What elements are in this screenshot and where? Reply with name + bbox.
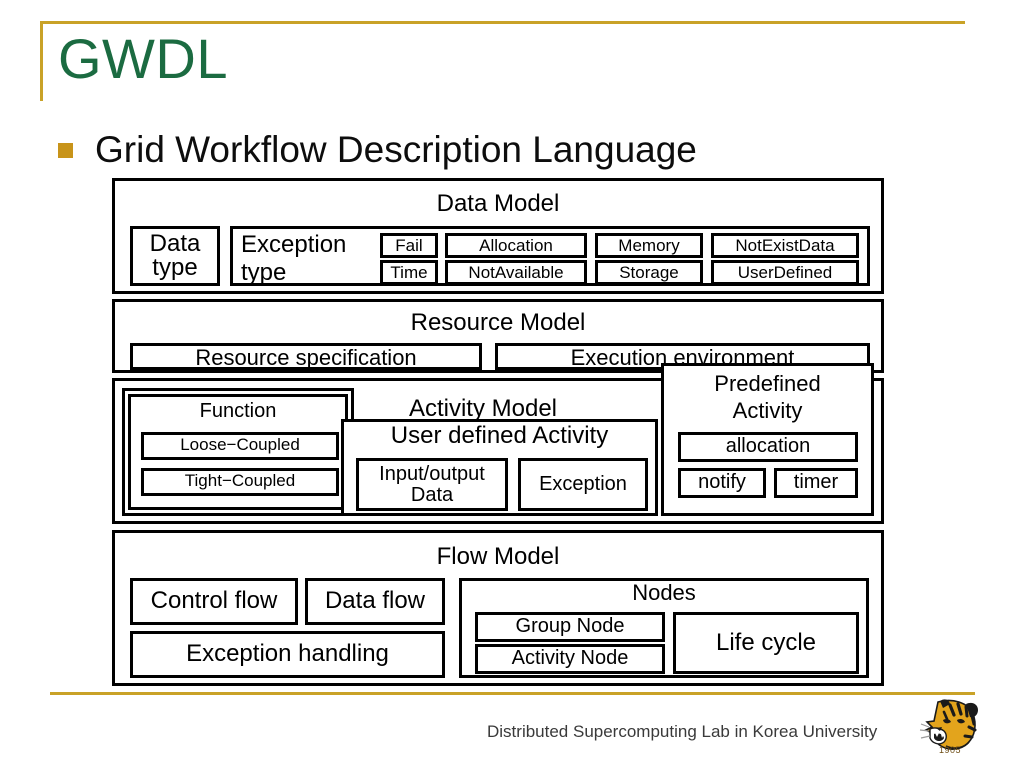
input-output-data-box: Input/output Data bbox=[356, 458, 508, 511]
function-box: Function Loose−Coupled Tight−Coupled bbox=[128, 394, 348, 510]
control-flow-box: Control flow bbox=[130, 578, 298, 625]
resource-model-box: Resource Model Resource specification Ex… bbox=[112, 299, 884, 373]
activity-model-box: Activity Model Function Loose−Coupled Ti… bbox=[112, 363, 884, 524]
korea-university-tiger-logo bbox=[919, 699, 978, 750]
flow-model-title: Flow Model bbox=[436, 543, 560, 570]
loose-coupled-box: Loose−Coupled bbox=[141, 432, 339, 460]
nodes-title: Nodes bbox=[632, 580, 696, 605]
predefined-activity-title: Predefined Activity bbox=[714, 371, 821, 423]
group-node-box: Group Node bbox=[475, 612, 665, 642]
predefined-timer-box: timer bbox=[774, 468, 858, 498]
exception-memory-box: Memory bbox=[595, 233, 703, 258]
data-model-box: Data Model Data type Exception type Fail… bbox=[112, 178, 884, 294]
footer-label: Distributed Supercomputing Lab in Korea … bbox=[487, 722, 878, 741]
square-bullet-icon bbox=[58, 142, 73, 158]
exception-allocation-box: Allocation bbox=[445, 233, 587, 258]
activity-model-title: Activity Model bbox=[408, 395, 558, 422]
function-title: Function bbox=[199, 400, 277, 422]
exception-type-box: Exception type Fail Allocation Memory No… bbox=[230, 226, 870, 286]
page-title: GWDL bbox=[58, 27, 228, 90]
activity-exception-box: Exception bbox=[518, 458, 648, 511]
data-model-title: Data Model bbox=[436, 190, 560, 217]
data-flow-box: Data flow bbox=[305, 578, 445, 625]
exception-notavailable-box: NotAvailable bbox=[445, 260, 587, 283]
exception-fail-box: Fail bbox=[380, 233, 438, 258]
exception-userdefined-box: UserDefined bbox=[711, 260, 859, 283]
resource-model-title: Resource Model bbox=[410, 309, 586, 336]
predefined-activity-box: Predefined Activity allocation notify ti… bbox=[661, 363, 874, 516]
predefined-allocation-box: allocation bbox=[678, 432, 858, 462]
logo-year-label: 1905 bbox=[938, 745, 962, 755]
nodes-box: Nodes Group Node Activity Node Life cycl… bbox=[459, 578, 869, 678]
exception-type-label: Exception type bbox=[241, 231, 347, 286]
gwdl-architecture-diagram: Data Model Data type Exception type Fail… bbox=[112, 178, 884, 686]
exception-notexistdata-box: NotExistData bbox=[711, 233, 859, 258]
user-defined-activity-box: User defined Activity Input/output Data … bbox=[341, 419, 658, 516]
data-type-box: Data type bbox=[130, 226, 220, 286]
life-cycle-box: Life cycle bbox=[673, 612, 859, 674]
user-defined-activity-title: User defined Activity bbox=[390, 422, 609, 449]
exception-handling-box: Exception handling bbox=[130, 631, 445, 678]
bullet-item-label: Grid Workflow Description Language bbox=[95, 129, 697, 170]
activity-node-box: Activity Node bbox=[475, 644, 665, 674]
slide-left-rule bbox=[40, 21, 43, 101]
resource-specification-box: Resource specification bbox=[130, 343, 482, 370]
predefined-notify-box: notify bbox=[678, 468, 766, 498]
bullet-item: Grid Workflow Description Language bbox=[58, 128, 697, 172]
slide-bottom-rule bbox=[50, 692, 975, 695]
slide-top-rule bbox=[40, 21, 965, 24]
exception-storage-box: Storage bbox=[595, 260, 703, 283]
exception-time-box: Time bbox=[380, 260, 438, 283]
flow-model-box: Flow Model Control flow Data flow Except… bbox=[112, 530, 884, 686]
tight-coupled-box: Tight−Coupled bbox=[141, 468, 339, 496]
